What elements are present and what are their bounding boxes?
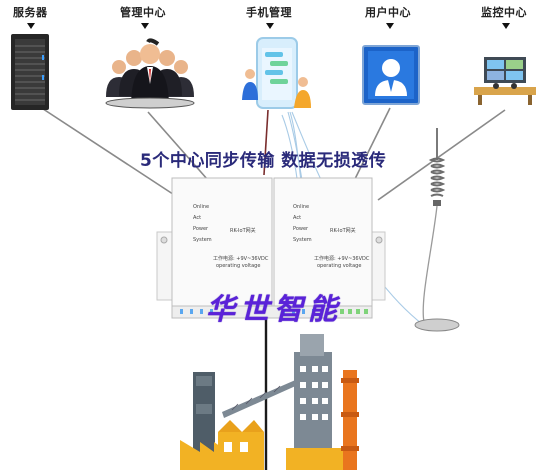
unit-1-indicator-power: Power (193, 226, 209, 232)
label-monitor: 监控中心 (481, 6, 527, 19)
mobile-wired-link (263, 109, 269, 176)
unit-2-indicator-system: System (293, 237, 312, 243)
server-link (33, 102, 183, 201)
label-user: 用户中心 (365, 6, 411, 19)
unit-1-indicator-online: Online (193, 204, 210, 210)
user-link (351, 107, 391, 186)
server-rack-icon (11, 34, 49, 110)
management-people-icon (105, 38, 195, 109)
mobile-phone-icon (242, 37, 311, 109)
connection-lines (33, 102, 506, 201)
mobile-marker (266, 23, 274, 29)
user-center-icon (362, 45, 420, 105)
management-marker (141, 23, 149, 29)
unit-2-power-note: 工作电源: +9V~36VDC (314, 256, 370, 262)
unit-2-indicator-act: Act (293, 215, 302, 221)
unit-2-power-note-en: operating voltage (317, 263, 362, 269)
factory-illustration (180, 334, 359, 470)
unit-2-indicator-online: Online (293, 204, 310, 210)
brand-name: 华世智能 (206, 292, 343, 326)
headline: 5个中心同步传输 数据无损透传 (140, 151, 387, 171)
antenna-icon (414, 128, 460, 332)
server-marker (27, 23, 35, 29)
monitor-marker (502, 23, 510, 29)
unit-1-indicator-system: System (193, 237, 212, 243)
user-marker (386, 23, 394, 29)
gateway-device (156, 177, 386, 319)
label-server: 服务器 (13, 6, 48, 19)
label-mobile: 手机管理 (246, 6, 292, 19)
label-management: 管理中心 (120, 6, 166, 19)
unit-2-indicator-power: Power (293, 226, 309, 232)
unit-1-model: RK-IoT网关 (230, 228, 256, 234)
monitor-link (377, 109, 506, 201)
unit-2-model: RK-IoT网关 (330, 228, 356, 234)
unit-1-indicator-act: Act (193, 215, 202, 221)
unit-1-power-note: 工作电源: +9V~36VDC (213, 256, 269, 262)
management-link (147, 111, 216, 189)
unit-1-power-note-en: operating voltage (216, 263, 261, 269)
monitor-center-icon (474, 57, 536, 105)
